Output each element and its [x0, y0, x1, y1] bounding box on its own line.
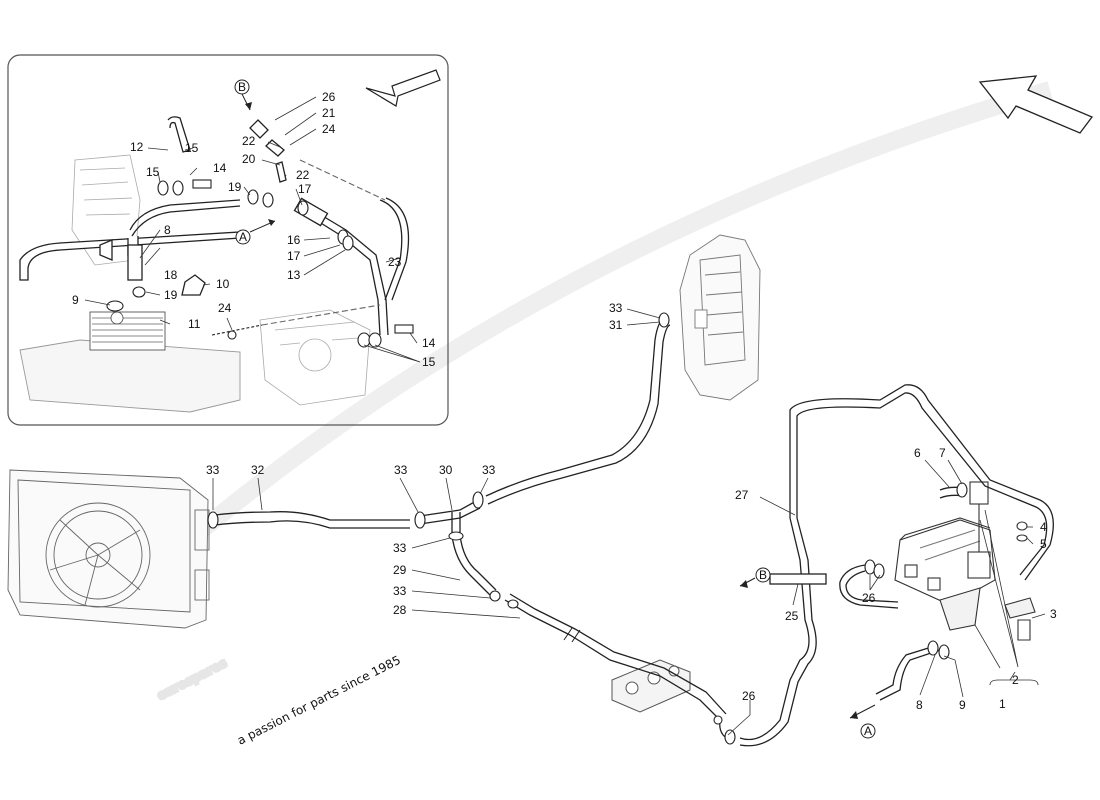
inset-callouts: 26 21 24 22 20 22 12 15 14 15 19 17 16 1…: [72, 90, 436, 369]
inset-callout: 18: [164, 268, 178, 282]
inset-callout: 17: [298, 182, 312, 196]
watermark-swoosh: [103, 81, 1053, 617]
main-callout: 6: [914, 446, 921, 460]
main-callout: 33: [482, 463, 496, 477]
main-marker-a: A: [849, 704, 876, 739]
inset-callout: 23: [388, 255, 402, 269]
inset-callout: 14: [422, 336, 436, 350]
main-callout: 29: [393, 563, 407, 577]
main-callout: 32: [251, 463, 265, 477]
main-callout: 25: [785, 609, 799, 623]
main-callout: 1: [999, 697, 1006, 711]
main-callout: 33: [393, 584, 407, 598]
main-callout: 33: [393, 541, 407, 555]
inset-panel: A B 26 21 24 22 20: [7, 54, 449, 426]
main-callout: 9: [959, 698, 966, 712]
inset-callout: 11: [188, 317, 201, 331]
heater-unit-sketch: [679, 234, 761, 401]
inset-callout: 14: [213, 161, 227, 175]
inset-marker-b: B: [234, 79, 252, 111]
inset-leaders: [84, 96, 421, 363]
main-callout: 5: [1040, 537, 1047, 551]
main-callout: 26: [862, 591, 876, 605]
inset-callout: 8: [164, 223, 171, 237]
inset-callout: 15: [146, 165, 160, 179]
inset-marker-a: A: [235, 219, 276, 245]
watermark-brand: eurospares: [155, 656, 229, 703]
main-callouts: 33 31 33 32 33 30 33 33 29 33 28 6 7 27 …: [206, 301, 1057, 712]
inset-callout: 20: [242, 152, 256, 166]
inset-callout: 24: [322, 122, 336, 136]
inset-callout: 16: [287, 233, 301, 247]
inset-fittings: [106, 159, 414, 348]
main-callout: 7: [939, 446, 946, 460]
main-marker-b: B: [739, 567, 771, 588]
main-callout: 2: [1012, 673, 1019, 687]
main-hoses: [214, 317, 1054, 747]
inset-callout: 15: [422, 355, 436, 369]
main-view-arrow: [978, 75, 1094, 134]
hose-bracket-sketch: [611, 659, 691, 713]
main-marker-a-label: A: [864, 724, 872, 738]
inset-hoses: [19, 116, 410, 336]
main-callout: 26: [742, 689, 756, 703]
main-leaders: [212, 308, 1046, 736]
inset-view-arrow: [365, 69, 441, 107]
inset-callout: 24: [218, 301, 232, 315]
main-callout: 33: [394, 463, 408, 477]
oil-cooler-sketch: [19, 311, 241, 413]
main-callout: 4: [1040, 520, 1047, 534]
inset-callout: 21: [322, 106, 336, 120]
inset-callout: 19: [164, 288, 178, 302]
main-marker-b-label: B: [759, 568, 767, 582]
main-callout: 3: [1050, 607, 1057, 621]
watermark-tagline: a passion for parts since 1985: [235, 653, 403, 748]
inset-callout: 10: [216, 277, 230, 291]
inset-callout: 9: [72, 293, 79, 307]
inset-callout: 19: [228, 180, 242, 194]
watermark: eurospares a passion for parts since 198…: [103, 81, 1053, 748]
main-callout: 31: [609, 318, 623, 332]
radiator-sketch: [7, 469, 210, 629]
inset-marker-b-label: B: [238, 80, 246, 94]
inset-callout: 26: [322, 90, 336, 104]
main-callout: 27: [735, 488, 749, 502]
main-callout: 30: [439, 463, 453, 477]
inset-callout: 17: [287, 249, 301, 263]
main-callout: 33: [609, 301, 623, 315]
inset-callout: 22: [296, 168, 310, 182]
inset-callout: 22: [242, 134, 256, 148]
main-callout: 8: [916, 698, 923, 712]
expansion-tank-sketch: [894, 481, 1036, 641]
inset-callout: 13: [287, 268, 301, 282]
inset-marker-a-label: A: [239, 230, 247, 244]
main-callout: 33: [206, 463, 220, 477]
inset-frame: [7, 54, 449, 426]
main-callout: 28: [393, 603, 407, 617]
main-clamps: [207, 312, 968, 745]
inset-callout: 15: [185, 141, 199, 155]
inset-callout: 12: [130, 140, 144, 154]
